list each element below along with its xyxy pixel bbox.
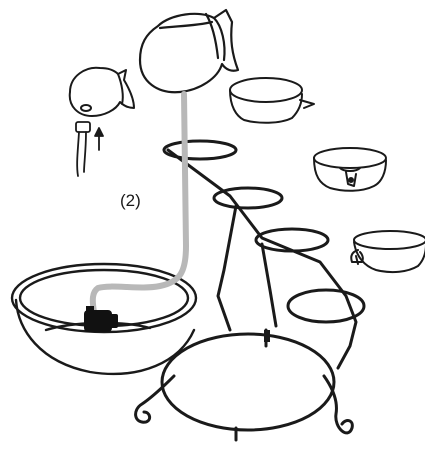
stand-ring-4 [286,288,366,324]
small-jug-icon [68,66,135,117]
bowl-dish-icon [229,77,315,124]
stand-ring-3 [254,227,330,253]
pump-plug-icon [75,121,104,177]
stand-ring-2 [212,186,284,210]
spout-dish-icon [350,230,425,274]
pitcher-icon [138,8,240,94]
stand-legs [134,374,354,442]
step-label: (2) [120,191,141,210]
notched-dish-icon [313,147,387,192]
stand-rings [160,139,366,432]
stand-base-ring [160,332,336,432]
tubing [89,91,189,315]
stand-ring-top [162,139,238,161]
submersible-pump-icon [84,306,118,332]
